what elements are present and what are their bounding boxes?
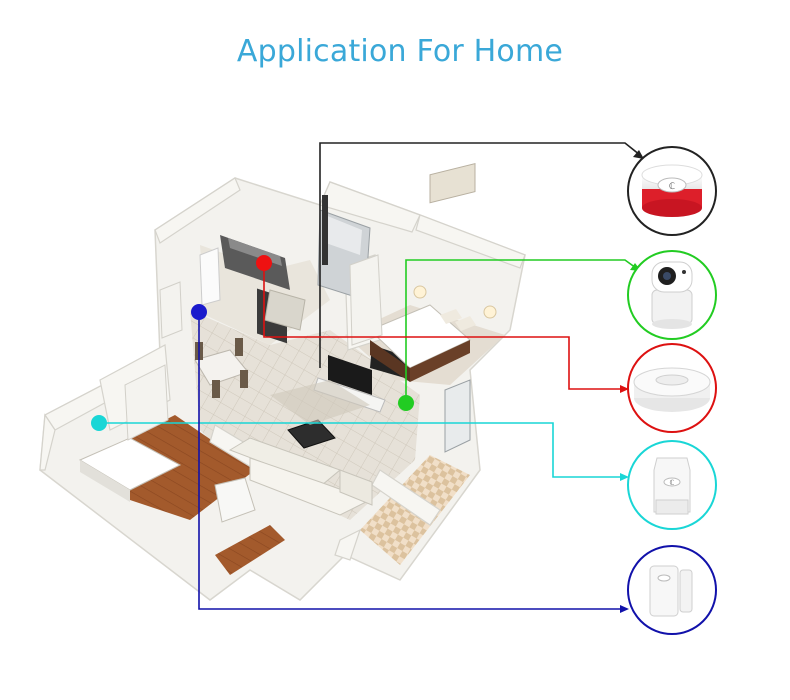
single-bed: [78, 437, 256, 523]
ip-camera-icon: [627, 250, 717, 340]
siren-arrowhead: [633, 150, 644, 159]
svg-text:ℂ: ℂ: [669, 182, 675, 192]
siren-connector-line: [319, 142, 641, 368]
camera-connector-line: [405, 259, 637, 403]
svg-text:ℂ: ℂ: [670, 479, 675, 487]
balcony-door: [444, 379, 471, 453]
door-arrowhead: [620, 605, 629, 613]
device-location-dots: [91, 255, 414, 431]
siren-alarm-icon: ℂ: [627, 146, 717, 236]
pir-arrowhead: [620, 473, 629, 481]
door-sensor-icon: [627, 545, 717, 635]
door-connector-line: [198, 312, 622, 610]
house-floor-plan: [39, 162, 526, 601]
smoke-arrowhead: [620, 385, 629, 393]
camera-location-dot: [398, 395, 414, 411]
corridor-floor: [215, 525, 285, 575]
pir-connector-line: [99, 422, 622, 478]
pir-motion-sensor-icon: ℂ: [627, 440, 717, 530]
smoke-detector-icon: [627, 343, 717, 433]
pir-location-dot: [91, 415, 107, 431]
living-rug: [270, 380, 370, 425]
sofa: [228, 437, 373, 516]
smoke-connector-line: [263, 263, 622, 390]
door-location-dot: [191, 304, 207, 320]
smoke-location-dot: [256, 255, 272, 271]
wardrobes: [124, 254, 383, 441]
page-title: Application For Home: [236, 34, 564, 69]
